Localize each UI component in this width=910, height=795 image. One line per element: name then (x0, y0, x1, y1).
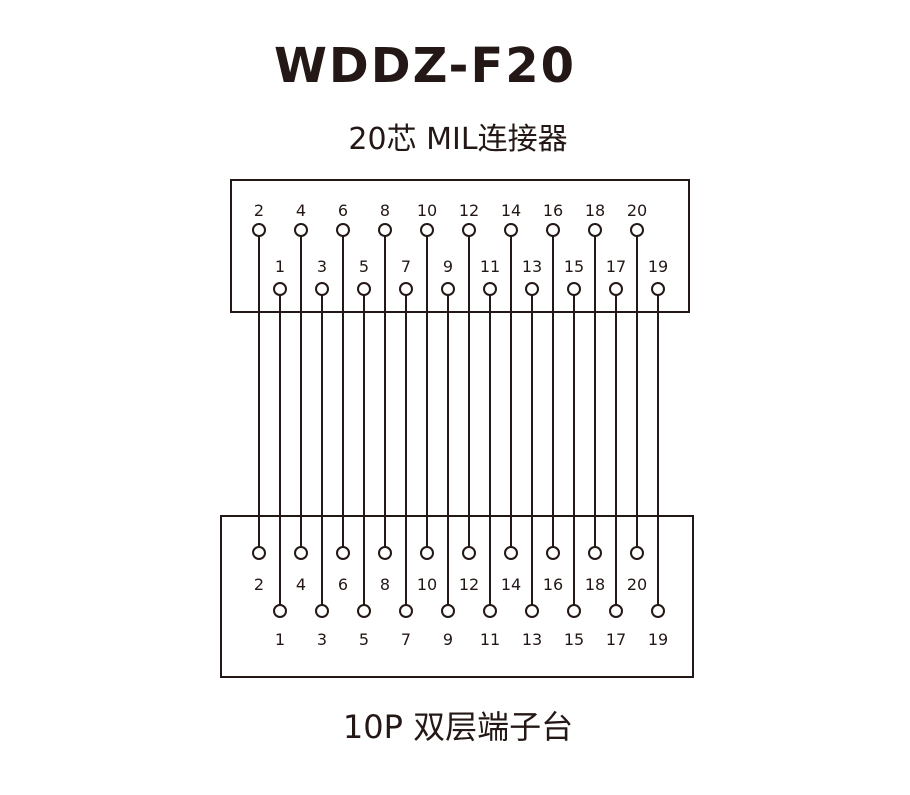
terminal-pin-5 (357, 604, 371, 618)
connector-pin-13 (525, 282, 539, 296)
connector-pin-label-7: 7 (401, 257, 411, 276)
terminal-pin-7 (399, 604, 413, 618)
terminal-pin-17 (609, 604, 623, 618)
terminal-pin-3 (315, 604, 329, 618)
terminal-block-caption: 10P 双层端子台 (342, 708, 574, 746)
terminal-pin-label-15: 15 (564, 630, 584, 649)
terminal-pin-label-7: 7 (401, 630, 411, 649)
connector-caption: 20芯 MIL连接器 (348, 122, 568, 157)
connector-pin-label-17: 17 (606, 257, 626, 276)
terminal-pin-11 (483, 604, 497, 618)
wires (258, 236, 659, 605)
terminal-pin-18 (588, 546, 602, 560)
connector-pin-12 (462, 223, 476, 237)
connector-pin-label-15: 15 (564, 257, 584, 276)
connector-pin-label-9: 9 (443, 257, 453, 276)
connector-pin-label-8: 8 (380, 201, 390, 220)
terminal-pin-label-8: 8 (380, 575, 390, 594)
terminal-pin-label-13: 13 (522, 630, 542, 649)
connector-pin-label-13: 13 (522, 257, 542, 276)
terminal-pin-label-16: 16 (543, 575, 563, 594)
connector-pin-1 (273, 282, 287, 296)
connector-pin-18 (588, 223, 602, 237)
mil-connector-box (230, 179, 690, 313)
connector-pin-label-16: 16 (543, 201, 563, 220)
terminal-pin-label-9: 9 (443, 630, 453, 649)
diagram-title: WDDZ-F20 (273, 38, 577, 94)
terminal-pin-2 (252, 546, 266, 560)
connector-pin-3 (315, 282, 329, 296)
connector-pin-15 (567, 282, 581, 296)
connector-pin-6 (336, 223, 350, 237)
terminal-pin-1 (273, 604, 287, 618)
pins (252, 223, 665, 618)
connector-pin-20 (630, 223, 644, 237)
connector-pin-label-3: 3 (317, 257, 327, 276)
terminal-pin-label-17: 17 (606, 630, 626, 649)
terminal-pin-16 (546, 546, 560, 560)
terminal-pin-14 (504, 546, 518, 560)
connector-pin-19 (651, 282, 665, 296)
terminal-pin-20 (630, 546, 644, 560)
connector-pin-16 (546, 223, 560, 237)
terminal-pin-label-5: 5 (359, 630, 369, 649)
connector-pin-5 (357, 282, 371, 296)
terminal-pin-15 (567, 604, 581, 618)
terminal-pin-label-18: 18 (585, 575, 605, 594)
terminal-pin-label-19: 19 (648, 630, 668, 649)
connector-pin-label-1: 1 (275, 257, 285, 276)
connector-pin-label-19: 19 (648, 257, 668, 276)
terminal-pin-9 (441, 604, 455, 618)
terminal-pin-label-12: 12 (459, 575, 479, 594)
terminal-pin-label-11: 11 (480, 630, 500, 649)
terminal-block-box (220, 515, 694, 678)
connector-pin-label-10: 10 (417, 201, 437, 220)
terminal-pin-label-20: 20 (627, 575, 647, 594)
terminal-pin-label-14: 14 (501, 575, 521, 594)
connector-pin-label-18: 18 (585, 201, 605, 220)
terminal-pin-label-3: 3 (317, 630, 327, 649)
connector-pin-label-11: 11 (480, 257, 500, 276)
connector-pin-label-6: 6 (338, 201, 348, 220)
connector-pin-2 (252, 223, 266, 237)
connector-pin-8 (378, 223, 392, 237)
terminal-pin-12 (462, 546, 476, 560)
terminal-pin-10 (420, 546, 434, 560)
connector-pin-11 (483, 282, 497, 296)
terminal-pin-13 (525, 604, 539, 618)
connector-pin-label-14: 14 (501, 201, 521, 220)
connector-pin-4 (294, 223, 308, 237)
terminal-pin-label-2: 2 (254, 575, 264, 594)
terminal-pin-label-10: 10 (417, 575, 437, 594)
connector-pin-label-4: 4 (296, 201, 306, 220)
connector-pin-label-5: 5 (359, 257, 369, 276)
terminal-pin-label-6: 6 (338, 575, 348, 594)
connector-pin-7 (399, 282, 413, 296)
connector-pin-10 (420, 223, 434, 237)
connector-pin-label-20: 20 (627, 201, 647, 220)
terminal-pin-label-4: 4 (296, 575, 306, 594)
terminal-pin-6 (336, 546, 350, 560)
terminal-pin-4 (294, 546, 308, 560)
connector-pin-14 (504, 223, 518, 237)
connector-pin-17 (609, 282, 623, 296)
connector-pin-label-12: 12 (459, 201, 479, 220)
terminal-pin-19 (651, 604, 665, 618)
terminal-pin-8 (378, 546, 392, 560)
connector-pin-label-2: 2 (254, 201, 264, 220)
terminal-pin-label-1: 1 (275, 630, 285, 649)
connector-pin-9 (441, 282, 455, 296)
